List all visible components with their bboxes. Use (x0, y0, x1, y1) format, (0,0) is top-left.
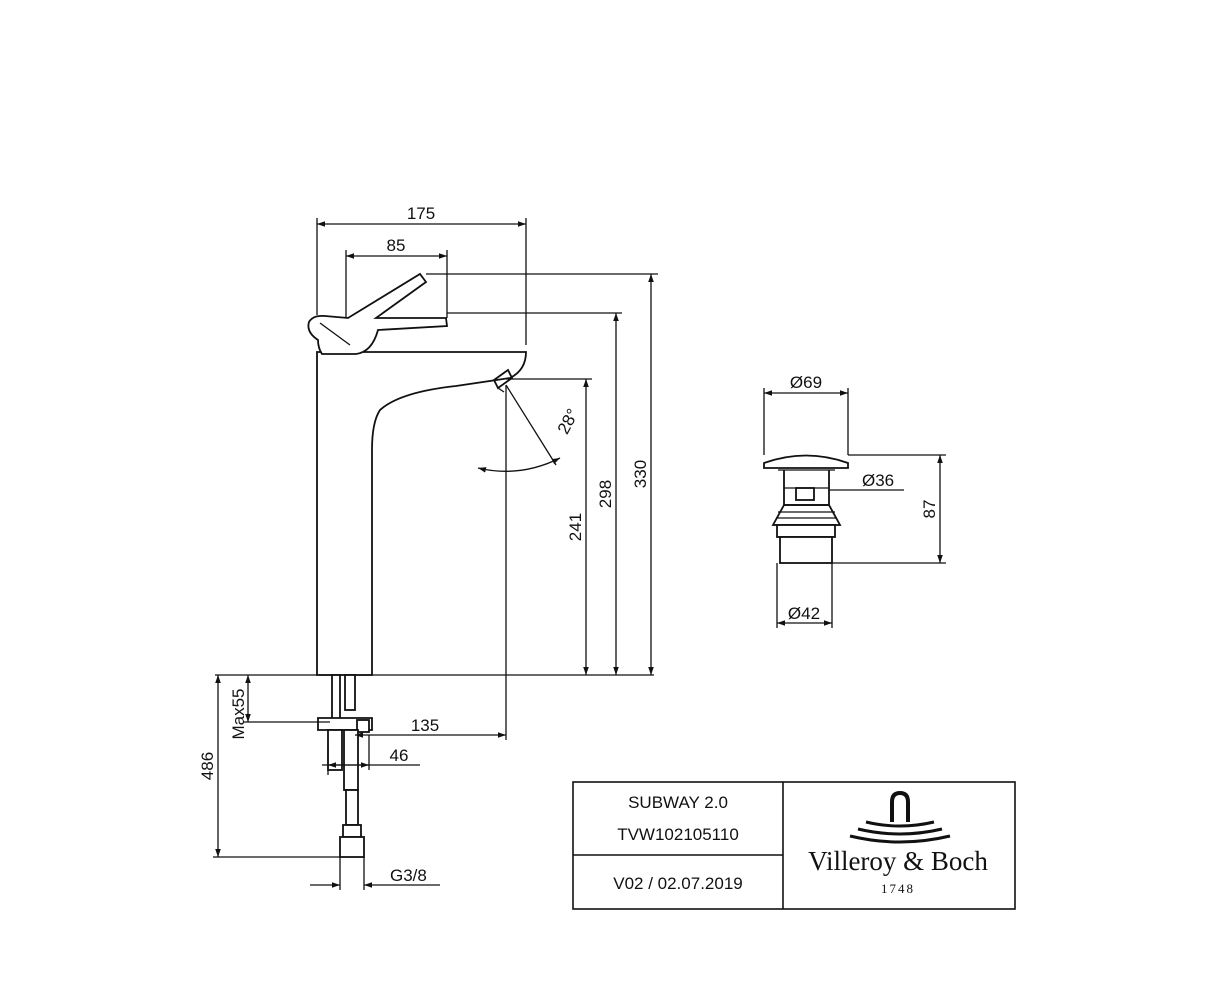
dim-dia42-label: Ø42 (788, 604, 820, 623)
waste-cap (763, 454, 849, 469)
title-block: SUBWAY 2.0 TVW102105110 V02 / 02.07.2019… (572, 781, 1016, 910)
faucet-body (316, 351, 527, 676)
dim-486-label: 486 (198, 752, 217, 780)
dim-max-deck-label: Max55 (229, 688, 248, 739)
version-date: V02 / 02.07.2019 (613, 874, 743, 893)
aerator (492, 368, 514, 390)
waste-valve-drawing: Ø69 Ø36 87 Ø42 (763, 373, 946, 628)
brand-name: Villeroy & Boch (808, 846, 988, 876)
dim-dia69-label: Ø69 (790, 373, 822, 392)
article-number: TVW102105110 (617, 825, 739, 844)
dim-dia36-label: Ø36 (862, 471, 894, 490)
dim-thread-label: G3/8 (390, 866, 427, 885)
brand-logo: Villeroy & Boch 1748 (808, 790, 988, 896)
dim-angle-label: 28° (554, 406, 583, 438)
dim-298-label: 298 (596, 480, 615, 508)
dim-330-label: 330 (631, 460, 650, 488)
lever-handle (307, 272, 449, 355)
dim-87-label: 87 (920, 500, 939, 519)
dim-241-label: 241 (566, 513, 585, 541)
dim-85-label: 85 (387, 236, 406, 255)
dim-175-label: 175 (407, 204, 435, 223)
under-deck-assembly (317, 674, 373, 858)
faucet-drawing: 175 85 241 298 330 28° Max55 135 (198, 204, 658, 890)
brand-year: 1748 (881, 881, 915, 896)
product-name: SUBWAY 2.0 (628, 793, 728, 812)
dim-135-label: 135 (411, 716, 439, 735)
dim-46-label: 46 (390, 746, 409, 765)
faucet-logo-icon (890, 790, 910, 822)
